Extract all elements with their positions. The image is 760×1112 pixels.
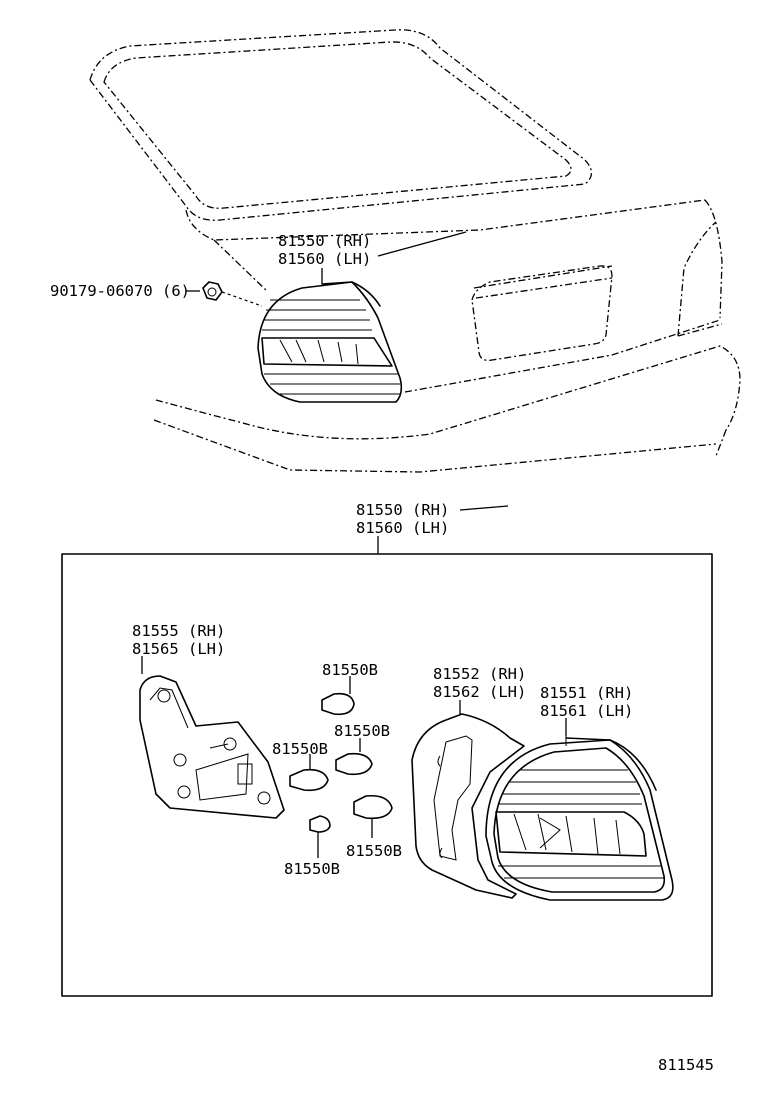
label-top-rh: 81550 (RH)	[278, 232, 372, 250]
bulb-icon-3	[289, 768, 329, 792]
bulb-icon-1	[321, 692, 355, 716]
label-bulb-3: 81550B	[272, 740, 328, 758]
nut-dotted-guide	[221, 291, 263, 307]
label-gasket-lh: 81562 (LH)	[433, 683, 527, 701]
lamp-lens-assembly	[485, 736, 674, 901]
bulb-icon-4	[353, 794, 393, 820]
bulb-icon-5	[309, 815, 331, 833]
tail-lamp-on-vehicle	[257, 281, 403, 403]
lamp-gasket	[411, 713, 525, 899]
vehicle-rear-outline	[89, 29, 741, 473]
label-top-lh: 81560 (LH)	[278, 250, 372, 268]
nut-icon	[202, 281, 223, 301]
label-gasket-rh: 81552 (RH)	[433, 665, 527, 683]
bulb-icon-2	[335, 752, 373, 776]
label-mid-rh: 81550 (RH)	[356, 501, 450, 519]
leader-top-lh	[377, 231, 467, 257]
label-lens-rh: 81551 (RH)	[540, 684, 634, 702]
label-bulb-1: 81550B	[322, 661, 378, 679]
label-bulb-2: 81550B	[334, 722, 390, 740]
label-base-rh: 81555 (RH)	[132, 622, 226, 640]
label-nut: 90179-06070 (6)	[50, 282, 190, 300]
label-mid-lh: 81560 (LH)	[356, 519, 450, 537]
leader-mid-rh	[459, 505, 509, 511]
label-base-lh: 81565 (LH)	[132, 640, 226, 658]
label-bulb-4: 81550B	[346, 842, 402, 860]
label-lens-lh: 81561 (LH)	[540, 702, 634, 720]
label-bulb-5: 81550B	[284, 860, 340, 878]
exploded-view-box	[61, 553, 713, 997]
lamp-base-plate	[139, 675, 285, 819]
diagram-number: 811545	[658, 1056, 714, 1074]
